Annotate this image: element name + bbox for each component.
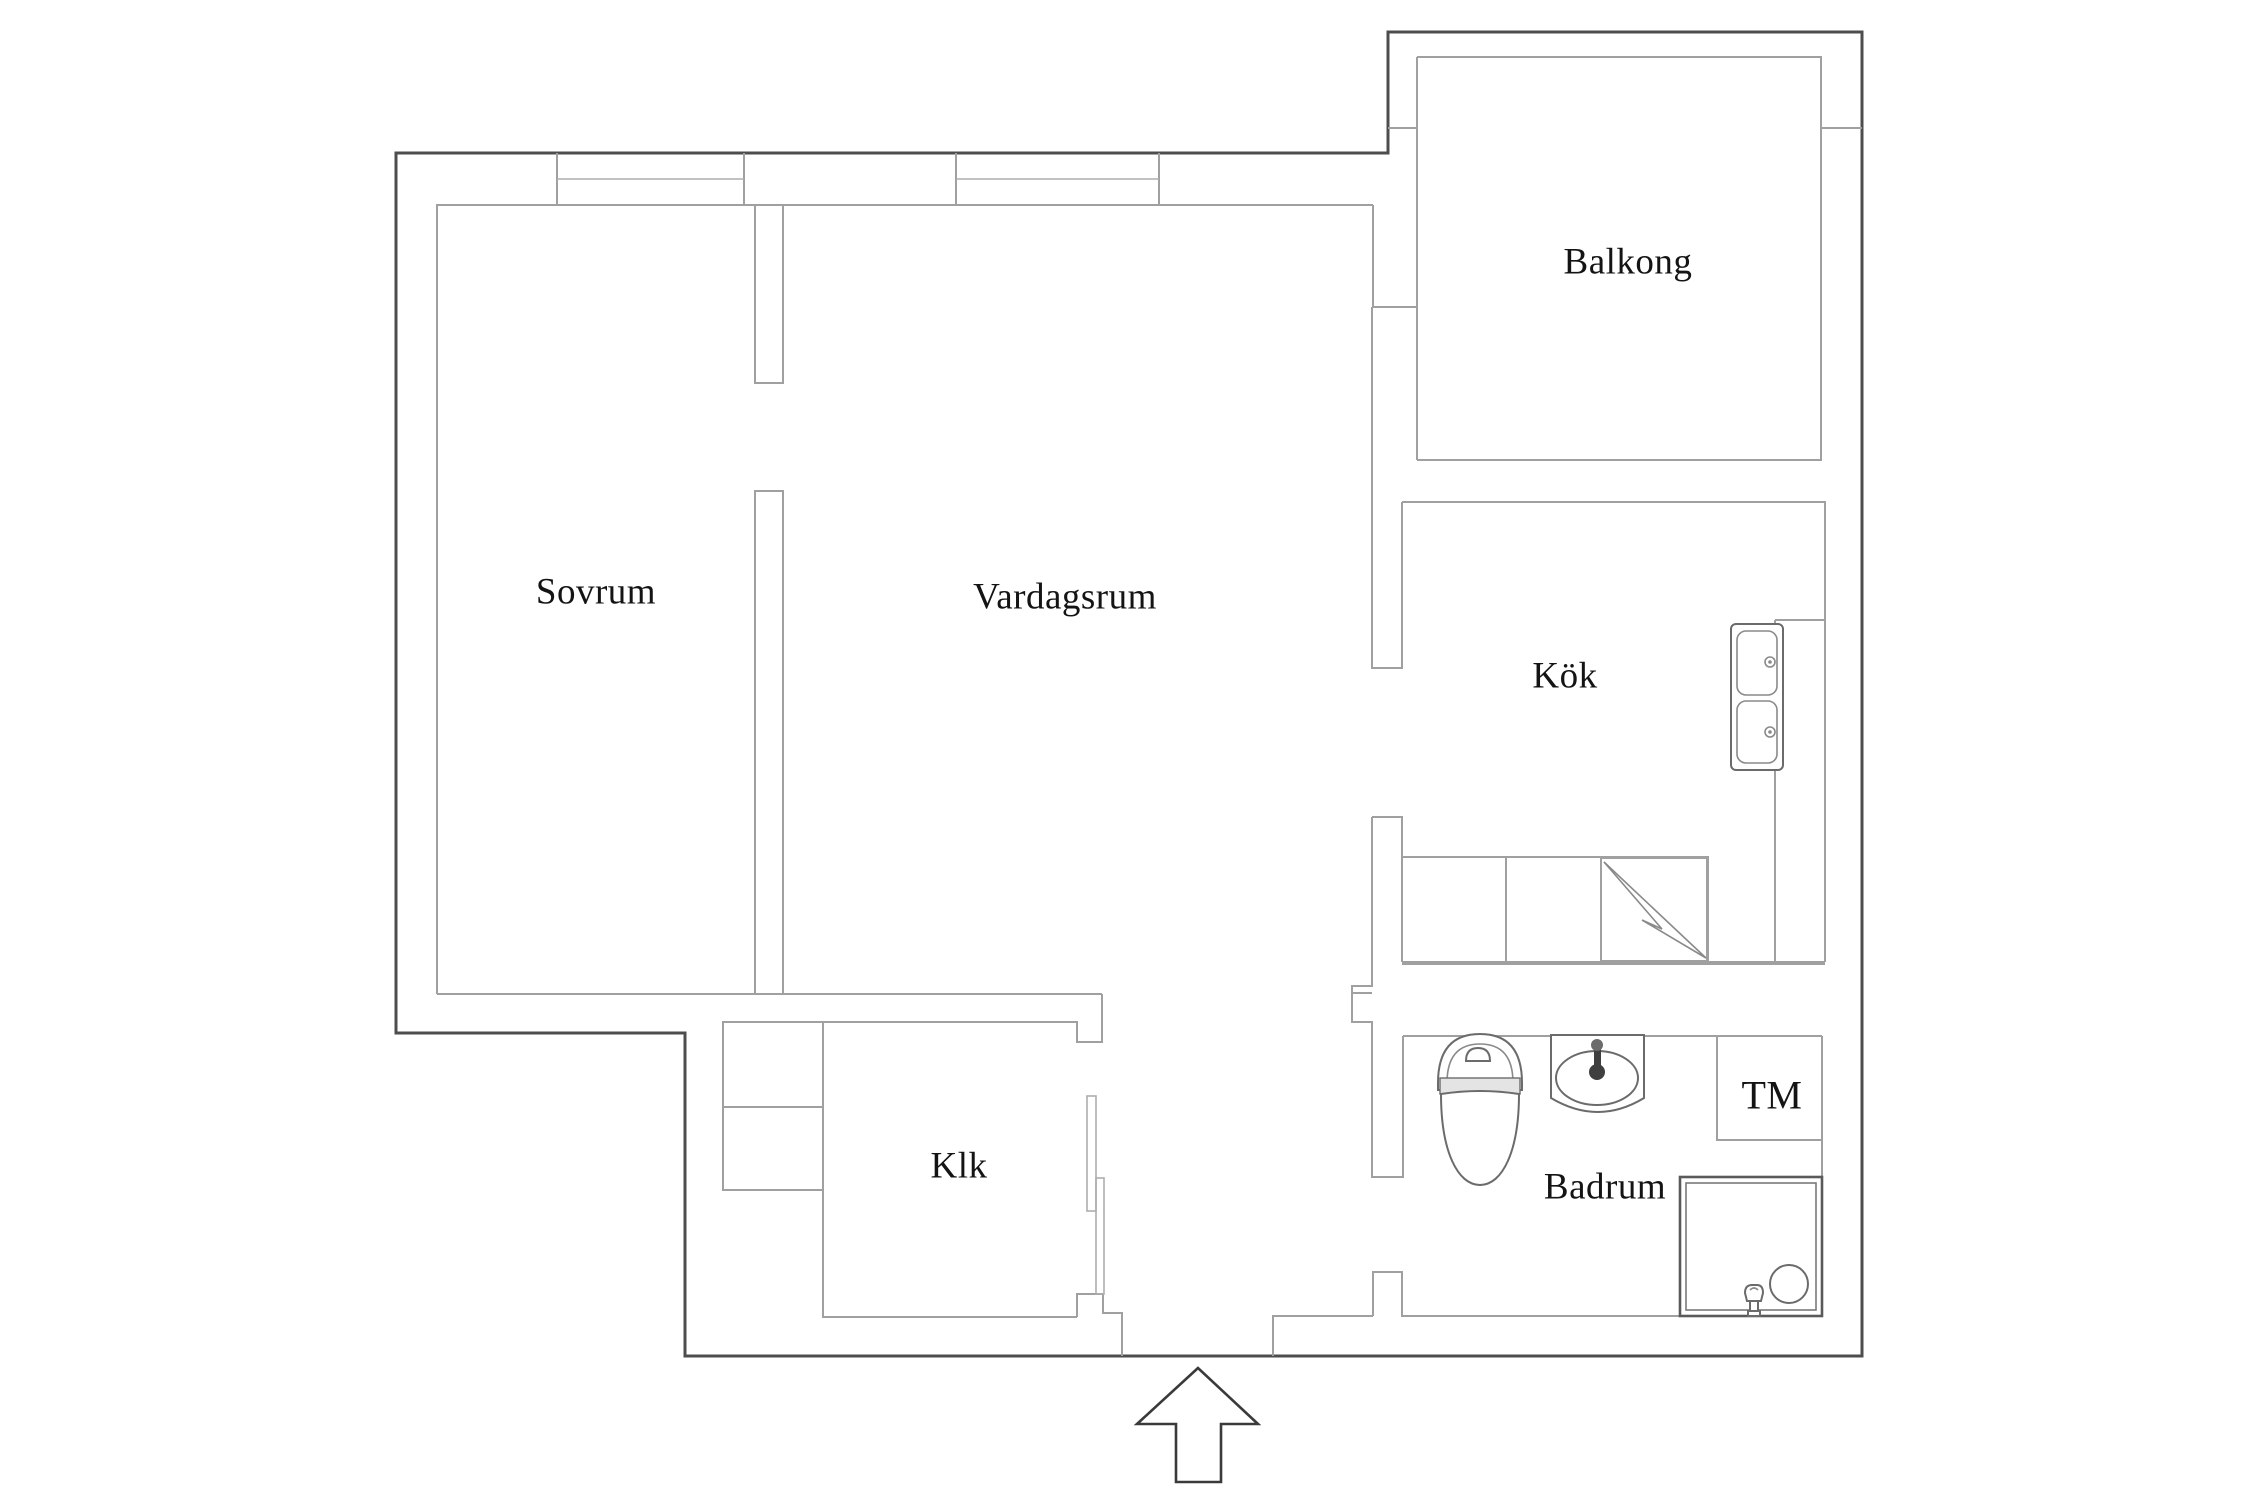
room-label-vardagsrum: Vardagsrum: [973, 577, 1157, 618]
wardrobe-cabinets: [722, 1021, 824, 1191]
room-label-kok: Kök: [1532, 656, 1597, 697]
stove-icon: [1600, 857, 1708, 962]
room-label-balkong: Balkong: [1564, 242, 1693, 283]
shower-icon: [1678, 1175, 1824, 1318]
window-1: [556, 153, 745, 205]
balcony-outline: [1416, 56, 1862, 461]
room-labels: Sovrum Vardagsrum Balkong Kök Klk Badrum…: [536, 242, 1803, 1208]
washing-machine-box: [1716, 1036, 1822, 1141]
room-label-tm: TM: [1742, 1073, 1803, 1118]
toilet-icon: [1437, 1032, 1523, 1187]
entrance-arrow-icon: [1133, 1366, 1262, 1484]
shower-tap-icon: [1743, 1284, 1765, 1317]
room-label-badrum: Badrum: [1544, 1167, 1666, 1208]
kitchen-walls: [1402, 501, 1826, 962]
bathroom-sink-icon: [1550, 1034, 1645, 1113]
sliding-doors: [1086, 1095, 1105, 1295]
room-label-klk: Klk: [931, 1146, 988, 1187]
window-2: [955, 153, 1160, 205]
room-label-sovrum: Sovrum: [536, 572, 656, 613]
kitchen-sink-icon: [1730, 623, 1784, 771]
outer-walls: [394, 30, 1864, 1358]
shower-drain: [1769, 1264, 1809, 1304]
